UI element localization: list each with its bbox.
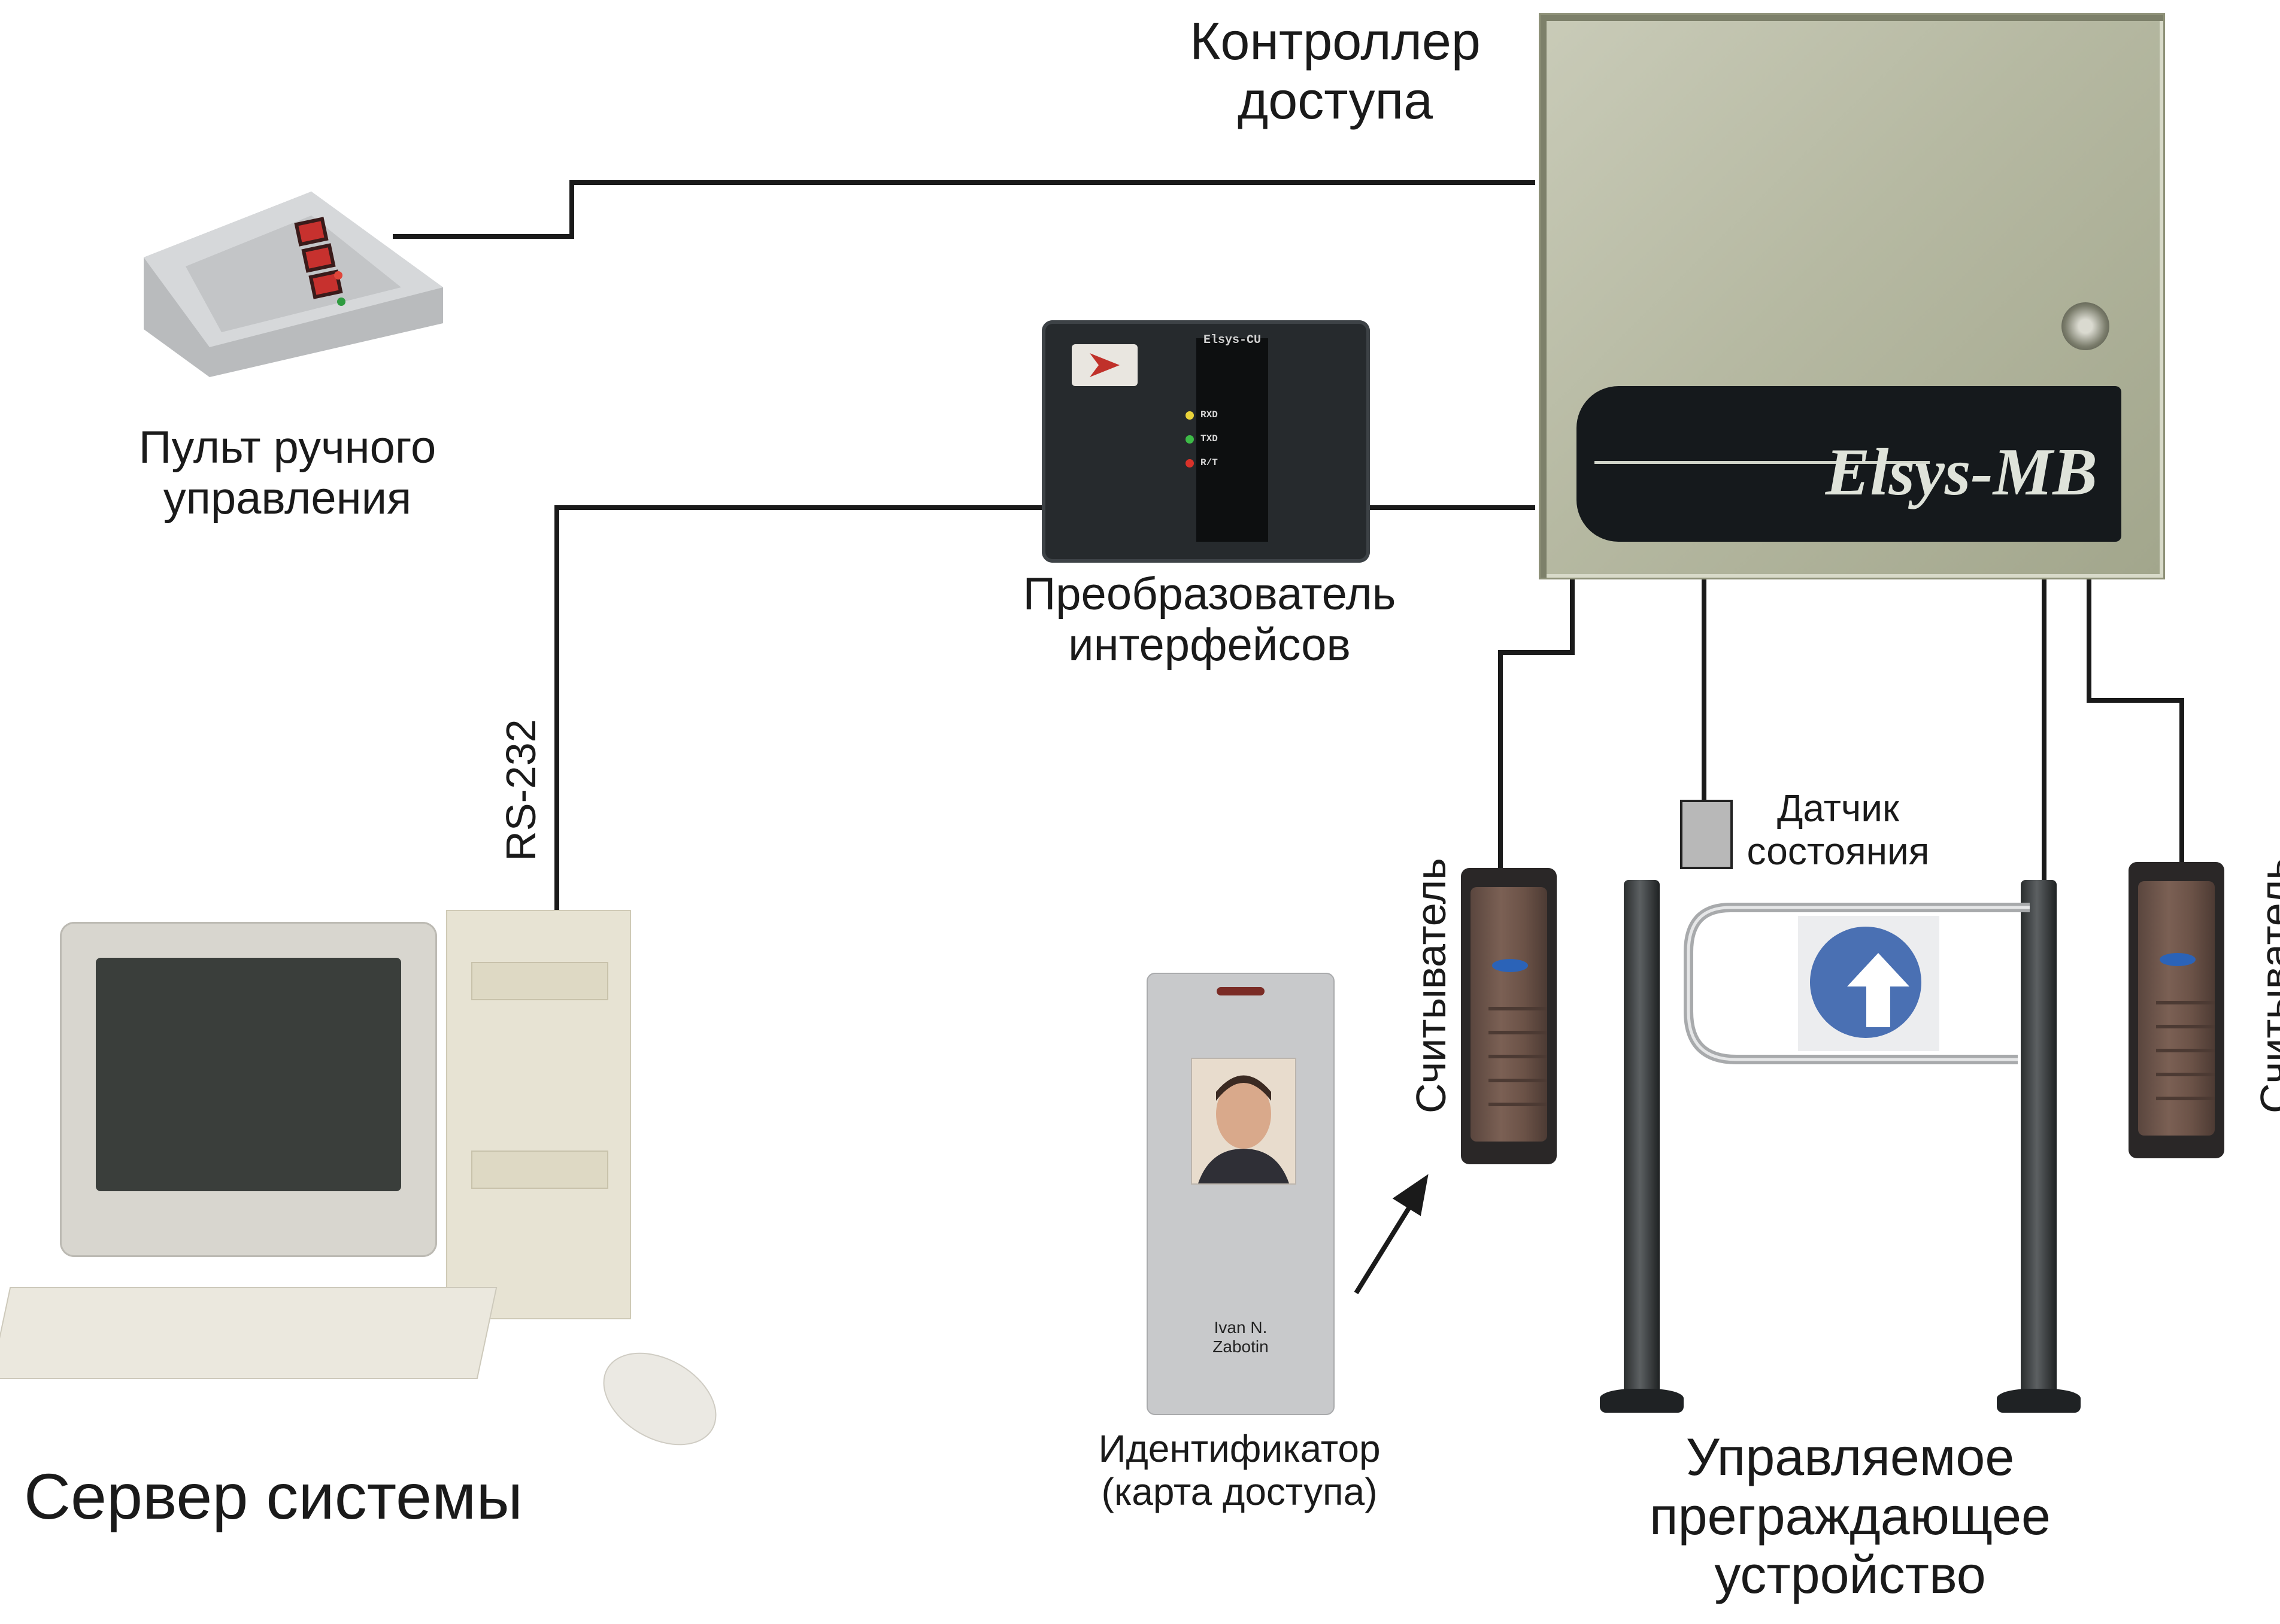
card-arrow <box>1354 1174 1429 1295</box>
system-unit <box>446 910 631 1319</box>
gate-post-right <box>2021 880 2057 1404</box>
reader-logo-icon <box>2160 953 2196 966</box>
card-photo <box>1191 1058 1296 1185</box>
rs232-label: RS-232 <box>498 719 544 861</box>
controller-front-panel: Elsys-MB <box>1576 386 2121 542</box>
reader-logo-icon <box>1492 959 1528 972</box>
wire-controller-reader-right <box>2087 569 2184 864</box>
led-rxd-label: RXD <box>1200 409 1218 420</box>
gate-barrier-arm <box>1684 903 2030 1064</box>
card-slot <box>1217 987 1265 995</box>
reader-slat <box>2156 1097 2215 1100</box>
card-label: Идентификатор (карта доступа) <box>1098 1427 1381 1513</box>
reader-slat <box>2156 1049 2215 1052</box>
reader-slat <box>1488 1079 1547 1082</box>
access-controller-box: Elsys-MB <box>1539 13 2165 579</box>
reader-slat <box>2156 1001 2215 1004</box>
reader-body <box>2138 881 2215 1136</box>
gate-post-left <box>1624 880 1660 1404</box>
wire-server-converter <box>554 505 1044 915</box>
converter-label: Преобразователь интерфейсов <box>1023 569 1396 671</box>
remote-label: Пульт ручного управления <box>138 422 436 524</box>
access-card: Ivan N. Zabotin <box>1147 973 1335 1415</box>
direction-disc <box>1810 927 1921 1038</box>
led-rt-label: R/T <box>1200 457 1218 468</box>
arrow-up-icon <box>1847 953 1909 1027</box>
gate-foot-right <box>1997 1389 2081 1413</box>
converter-logo-icon <box>1072 344 1138 386</box>
floppy-drive-bay <box>471 1151 608 1189</box>
panel-stripe <box>1594 461 1930 464</box>
manual-control-panel <box>144 192 443 377</box>
reader-slat <box>1488 1007 1547 1010</box>
controller-label: Контроллер доступа <box>1190 11 1481 130</box>
converter-model-label: Elsys-CU <box>1203 333 1262 347</box>
reader-right-label: Считыватель <box>2252 858 2280 1113</box>
reader-left-label: Считыватель <box>1408 858 1454 1113</box>
direction-sign <box>1798 916 1939 1051</box>
server-label: Сервер системы <box>24 1460 523 1532</box>
state-sensor <box>1680 800 1733 869</box>
card-reader-left <box>1461 868 1557 1164</box>
interface-converter: Elsys-CU RXD TXD R/T <box>1042 320 1370 563</box>
reader-slat <box>2156 1073 2215 1076</box>
monitor <box>60 922 437 1257</box>
wire-controller-reader-left <box>1498 569 1575 873</box>
key-lock-icon <box>2061 302 2109 350</box>
converter-indicator-strip <box>1196 338 1268 542</box>
gate-foot-left <box>1600 1389 1684 1413</box>
wire-remote-controller <box>393 180 1535 239</box>
led-txd-label: TXD <box>1200 433 1218 444</box>
led-rxd-icon <box>1186 411 1194 420</box>
reader-slat <box>1488 1055 1547 1058</box>
keyboard <box>0 1287 498 1379</box>
card-holder-name: Ivan N. Zabotin <box>1212 1318 1269 1356</box>
optical-drive-bay <box>471 962 608 1000</box>
sensor-label: Датчик состояния <box>1747 787 1930 873</box>
monitor-screen <box>96 958 401 1191</box>
controller-brand-label: Elsys-MB <box>1825 435 2097 509</box>
reader-slat <box>2156 1025 2215 1028</box>
reader-slat <box>1488 1031 1547 1034</box>
led-txd-icon <box>1186 435 1194 444</box>
gate-label: Управляемое преграждающее устройство <box>1650 1427 2051 1605</box>
led-rt-icon <box>1186 459 1194 468</box>
card-reader-right <box>2129 862 2224 1158</box>
reader-body <box>1471 887 1547 1142</box>
reader-slat <box>1488 1103 1547 1106</box>
